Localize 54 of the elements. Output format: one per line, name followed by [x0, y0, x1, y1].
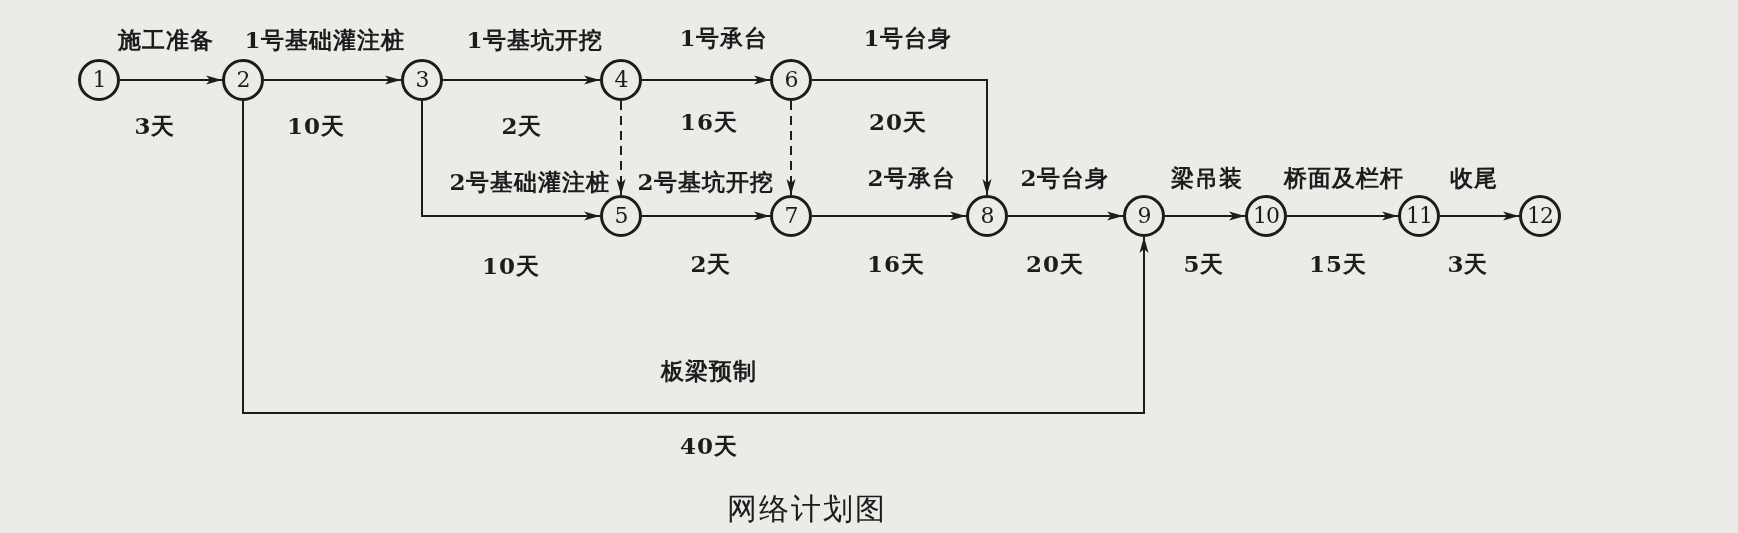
arrow — [811, 79, 992, 196]
numbered-circle: 9 — [1123, 195, 1165, 237]
duration-label: 10天 — [287, 113, 345, 139]
activity-label: 桥面及栏杆 — [1284, 165, 1404, 191]
caption: 网络计划图 — [727, 491, 887, 525]
arrow — [442, 75, 601, 85]
numbered-circle: 8 — [966, 195, 1008, 237]
activity-label: 施工准备 — [118, 27, 214, 53]
numbered-circle: 4 — [600, 59, 642, 101]
arrow — [1164, 211, 1246, 221]
activity-label: 板梁预制 — [661, 358, 757, 384]
activity-label: 2号基础灌注桩 — [449, 169, 611, 195]
duration-label: 5天 — [1183, 251, 1225, 277]
duration-label: 20天 — [869, 109, 927, 135]
duration-label: 3天 — [134, 113, 176, 139]
arrow — [1439, 211, 1520, 221]
arrow — [421, 100, 601, 221]
numbered-circle: 6 — [770, 59, 812, 101]
numbered-circle: 2 — [222, 59, 264, 101]
numbered-circle: 3 — [401, 59, 443, 101]
duration-label: 10天 — [482, 253, 540, 279]
arrow — [1007, 211, 1124, 221]
activity-label: 梁吊装 — [1171, 165, 1243, 191]
numbered-circle: 1 — [78, 59, 120, 101]
duration-label: 40天 — [680, 433, 738, 459]
dashed-arrow — [616, 100, 626, 196]
activity-label: 1号基坑开挖 — [466, 27, 604, 53]
duration-label: 15天 — [1309, 251, 1367, 277]
duration-label: 20天 — [1026, 251, 1084, 277]
numbered-circle: 5 — [600, 195, 642, 237]
activity-label: 2号承台 — [867, 165, 957, 191]
duration-label: 16天 — [867, 251, 925, 277]
activity-label: 2号基坑开挖 — [637, 169, 775, 195]
arrow — [811, 211, 967, 221]
arrow — [119, 75, 223, 85]
arrow — [641, 211, 771, 221]
arrow — [242, 100, 1149, 414]
numbered-circle: 10 — [1245, 195, 1287, 237]
duration-label: 3天 — [1447, 251, 1489, 277]
activity-label: 2号台身 — [1020, 165, 1110, 191]
activity-label: 1号台身 — [863, 25, 953, 51]
activity-label: 1号基础灌注桩 — [244, 27, 406, 53]
duration-label: 2天 — [690, 251, 732, 277]
numbered-circle: 7 — [770, 195, 812, 237]
arrow — [263, 75, 402, 85]
activity-label: 收尾 — [1450, 165, 1498, 191]
arrow — [1286, 211, 1399, 221]
duration-label: 2天 — [501, 113, 543, 139]
arrow — [641, 75, 771, 85]
numbered-circle: 11 — [1398, 195, 1440, 237]
activity-label: 1号承台 — [679, 25, 769, 51]
duration-label: 16天 — [680, 109, 738, 135]
dashed-arrow — [786, 100, 796, 196]
numbered-circle: 12 — [1519, 195, 1561, 237]
